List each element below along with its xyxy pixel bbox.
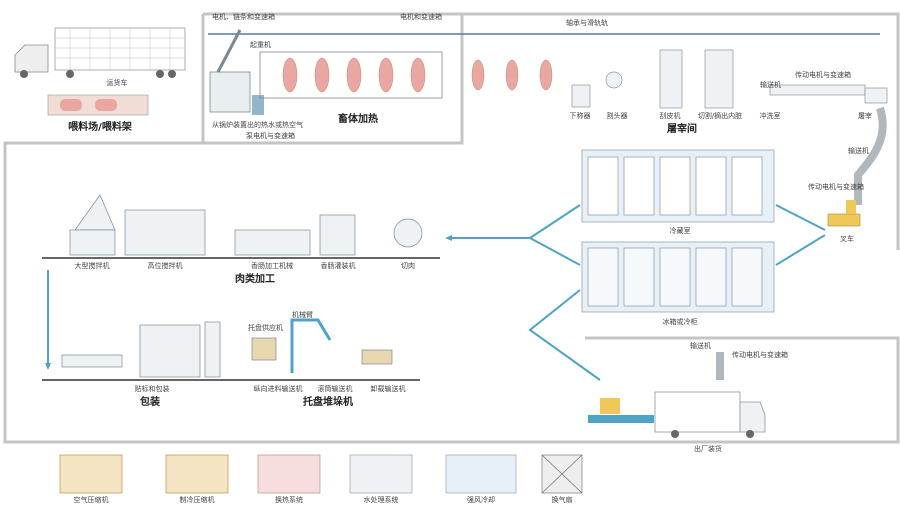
frame-lines	[3, 12, 900, 444]
forklift-right	[827, 200, 861, 227]
label-stun: 割头器	[606, 112, 628, 120]
label-carcass-heat: 畜体加热	[338, 114, 378, 125]
label-motor-gear-mid: 传动电机与变速箱	[732, 351, 788, 359]
label-packaging: 包装	[140, 397, 160, 408]
shipping-truck	[588, 352, 766, 438]
label-motor-gear-top: 传动电机与变速箱	[795, 71, 851, 79]
legend-label-exhaust-fan: 换气扇	[551, 496, 573, 504]
label-packer: 贴标和包装	[134, 385, 170, 393]
label-palletizer-in: 托盘供应机	[248, 324, 283, 332]
label-conv-in: 纵向进料输送机	[253, 385, 303, 393]
arrow-to-packaging	[45, 363, 51, 370]
label-meat-processing: 肉类加工	[235, 274, 275, 285]
legend-label-air-compressor: 空气压缩机	[73, 496, 109, 504]
label-slaughter-room: 屠宰间	[667, 124, 697, 135]
label-scald: 刮皮机	[659, 112, 681, 120]
label-conv-out: 滚筒输送机	[317, 385, 353, 393]
label-grinder: 大型搅拌机	[74, 262, 110, 270]
label-slicer: 切肉	[401, 262, 415, 270]
label-motor-chain: 电机、链条和变速箱	[212, 13, 275, 21]
arrow-to-processing	[445, 235, 452, 241]
right-conveyor	[854, 106, 887, 205]
label-freezer-room: 冰箱或冷柜	[662, 318, 698, 326]
processing-machines	[69, 194, 423, 256]
label-lift: 起重机	[250, 41, 271, 49]
label-yard: 喂料场/喂料架	[68, 122, 132, 133]
legend-icons	[59, 454, 583, 494]
label-cleaning: 冲洗室	[759, 112, 781, 120]
lift-machine	[209, 29, 264, 115]
livestock-truck	[14, 27, 186, 78]
label-motor-gear-right: 传动电机与变速箱	[808, 183, 864, 191]
legend-label-refrigeration: 制冷压缩机	[179, 496, 215, 504]
label-cut-remove: 切割/摘出内脏	[697, 112, 743, 120]
label-pump: 泵电机与变速箱	[246, 132, 295, 140]
label-conv-unload: 卸载输送机	[370, 385, 406, 393]
label-conveyor-right: 输送机	[848, 147, 869, 155]
label-motor-gear-2: 电机和变速箱	[400, 13, 442, 21]
legend-label-heat-exchange: 换热系统	[275, 496, 303, 504]
label-mixer: 高位搅拌机	[147, 262, 183, 270]
label-sausage: 香肠加工机械	[251, 262, 293, 270]
legend-label-blast-cooling: 强风冷却	[467, 496, 495, 504]
cold-room-panel	[581, 149, 775, 223]
heating-tunnel	[259, 51, 553, 99]
label-conveyor-mid: 输送机	[690, 342, 711, 350]
label-transport-truck: 运货车	[106, 79, 128, 87]
legend-label-water-treatment: 水处理系统	[363, 496, 399, 504]
label-hot-water: 从锅炉装置出的热水或热空气	[212, 121, 303, 129]
slaughter-equipment	[571, 49, 888, 109]
label-palletizing: 托盘堆垛机	[303, 397, 353, 408]
label-shipping: 出厂装货	[694, 445, 722, 453]
label-robot: 机械臂	[292, 311, 313, 319]
holding-pen	[47, 94, 149, 116]
freezer-room-panel	[581, 241, 775, 313]
packaging-machines	[61, 318, 393, 378]
flow-lines	[47, 204, 826, 381]
label-sausage2: 香肠灌装机	[320, 262, 356, 270]
label-forklift: 叉车	[840, 235, 854, 243]
label-rail: 轴承与滑轨轨	[566, 19, 608, 27]
label-pork: 屠宰	[858, 112, 872, 120]
label-cold-room: 冷藏室	[669, 227, 691, 235]
label-weigh: 下称器	[569, 112, 591, 120]
label-conveyor-top: 输送机	[760, 81, 781, 89]
